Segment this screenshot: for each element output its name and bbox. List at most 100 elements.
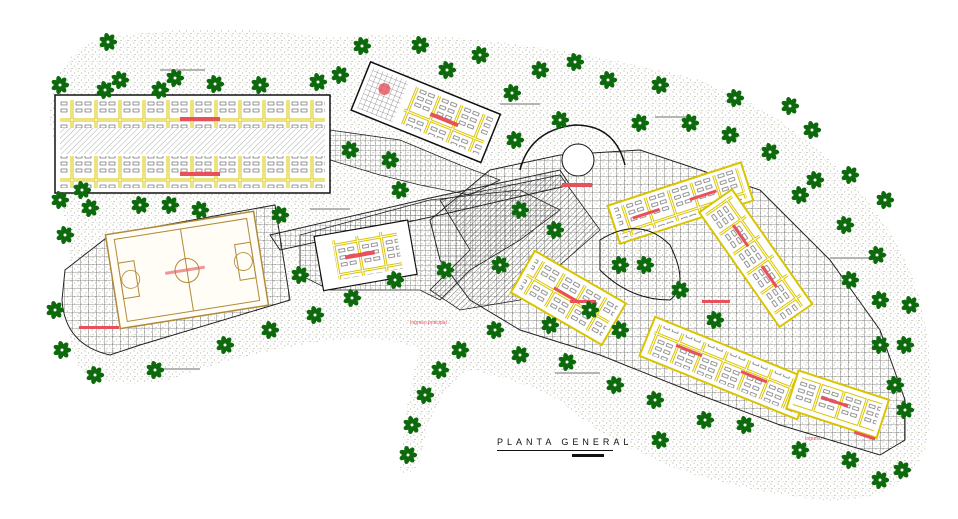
tree-symbol (868, 245, 887, 265)
tree-symbol (353, 36, 372, 56)
secondary-entrance-label: Ingreso (805, 436, 822, 442)
title-underline (497, 450, 613, 451)
tree-symbol (416, 385, 435, 405)
tree-symbol (791, 185, 810, 205)
tree-symbol (761, 142, 780, 162)
tree-symbol (146, 360, 165, 380)
tree-symbol (151, 80, 170, 100)
tree-symbol (206, 74, 225, 94)
tree-symbol (51, 75, 70, 95)
tree-symbol (558, 352, 577, 372)
east-wing-upper (606, 161, 755, 246)
lab-block-north (350, 60, 502, 164)
tree-symbol (111, 70, 130, 90)
tree-symbol (871, 335, 890, 355)
tree-symbol (511, 200, 530, 220)
tree-symbol (611, 320, 630, 340)
tree-symbols (46, 32, 920, 490)
tree-symbol (491, 255, 510, 275)
tree-symbol (436, 260, 455, 280)
tree-symbol (56, 225, 75, 245)
main-entrance-label: Ingreso principal (410, 320, 447, 326)
tree-symbol (681, 113, 700, 133)
tree-symbol (791, 440, 810, 460)
tree-symbol (261, 320, 280, 340)
tree-symbol (403, 415, 422, 435)
tree-symbol (386, 270, 405, 290)
tree-symbol (871, 470, 890, 490)
tree-symbol (721, 125, 740, 145)
scale-bar (572, 454, 604, 457)
tree-symbol (381, 150, 400, 170)
east-wing-diagonal (697, 187, 814, 329)
gray-annotation-bars (160, 69, 870, 374)
tree-symbol (53, 340, 72, 360)
tree-symbol (438, 60, 457, 80)
tree-symbol (636, 255, 655, 275)
south-building-west (509, 249, 628, 347)
tree-symbol (736, 415, 755, 435)
tree-symbol (611, 255, 630, 275)
drawing-title: PLANTA GENERAL (497, 437, 633, 447)
tree-symbol (606, 375, 625, 395)
tree-symbol (191, 200, 210, 220)
tree-symbol (46, 300, 65, 320)
tree-symbol (841, 165, 860, 185)
tree-symbol (216, 335, 235, 355)
tree-symbol (486, 320, 505, 340)
tree-symbol (506, 130, 525, 150)
tree-symbol (399, 445, 418, 465)
tree-symbol (726, 88, 745, 108)
tree-symbol (503, 83, 522, 103)
tree-symbol (901, 295, 920, 315)
tree-symbol (896, 335, 915, 355)
tree-symbol (781, 96, 800, 116)
south-building-mid (638, 315, 815, 421)
tree-symbol (551, 110, 570, 130)
tree-symbol (871, 290, 890, 310)
tree-symbol (581, 300, 600, 320)
tree-symbol (696, 410, 715, 430)
tree-symbol (391, 180, 410, 200)
tree-symbol (836, 215, 855, 235)
tree-symbol (251, 75, 270, 95)
tree-symbol (631, 113, 650, 133)
tree-symbol (343, 288, 362, 308)
tree-symbol (341, 140, 360, 160)
tree-symbol (161, 195, 180, 215)
tree-symbol (886, 375, 905, 395)
tree-symbol (471, 45, 490, 65)
tree-symbol (271, 205, 290, 225)
tree-symbol (291, 265, 310, 285)
tree-symbol (803, 120, 822, 140)
tree-symbol (841, 270, 860, 290)
tree-symbol (876, 190, 895, 210)
tree-symbol (651, 430, 670, 450)
tree-symbol (96, 80, 115, 100)
tree-symbol (166, 68, 185, 88)
tree-symbol (431, 360, 450, 380)
tree-symbol (511, 345, 530, 365)
tree-symbol (599, 70, 618, 90)
tree-symbol (411, 35, 430, 55)
room-labels (79, 300, 730, 329)
soccer-field (104, 210, 270, 330)
tree-symbol (131, 195, 150, 215)
tree-symbol (893, 460, 912, 480)
tree-symbol (651, 75, 670, 95)
tree-symbol (86, 365, 105, 385)
south-building-east (785, 369, 891, 441)
tree-symbol (706, 310, 725, 330)
tree-symbol (541, 315, 560, 335)
tree-symbol (841, 450, 860, 470)
tree-symbol (531, 60, 550, 80)
tree-symbol (671, 280, 690, 300)
tree-symbol (99, 32, 118, 52)
tree-symbol (51, 190, 70, 210)
tree-symbol (81, 198, 100, 218)
tree-symbol (646, 390, 665, 410)
tree-symbol (309, 72, 328, 92)
tree-symbol (566, 52, 585, 72)
tree-symbol (306, 305, 325, 325)
